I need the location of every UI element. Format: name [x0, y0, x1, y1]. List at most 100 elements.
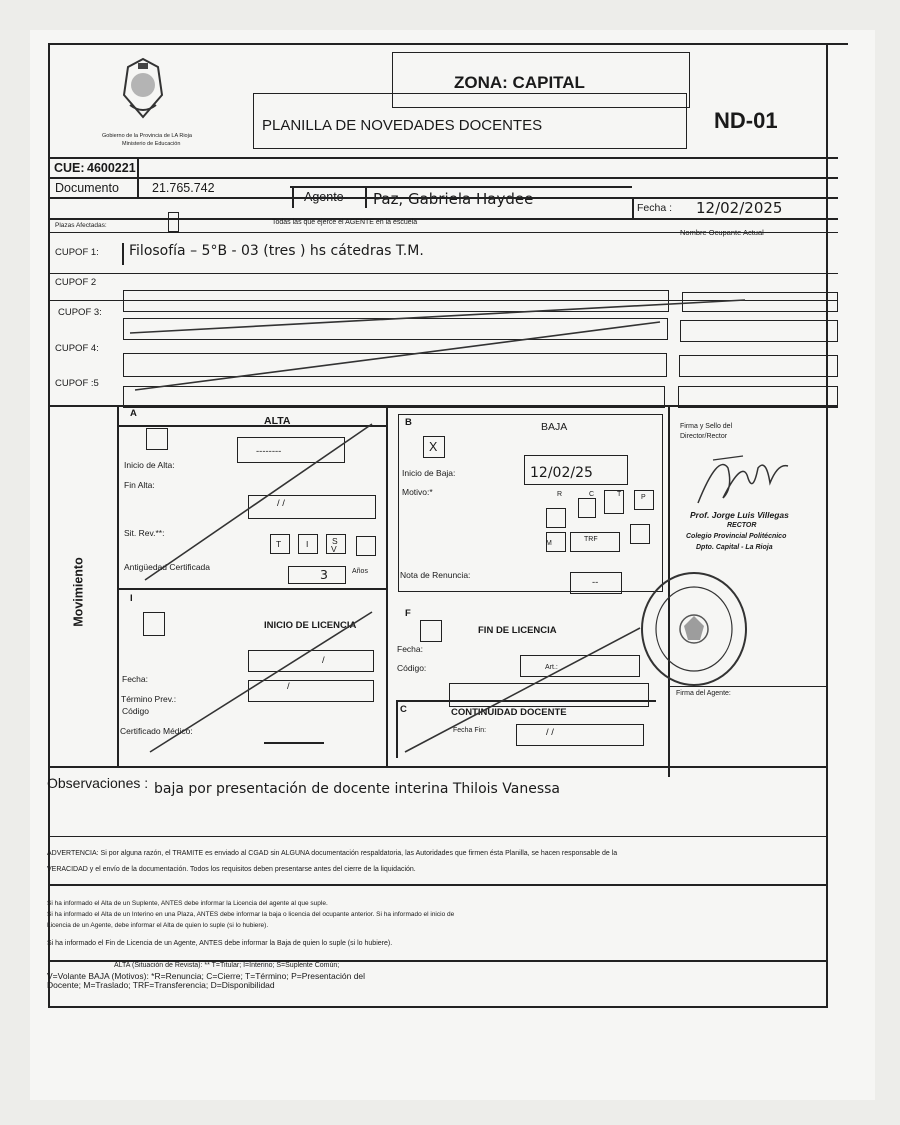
director-role: RECTOR	[727, 522, 757, 529]
note-1: Si ha informado el Alta de un Suplente, …	[47, 900, 328, 907]
cupof-4-field[interactable]	[123, 353, 667, 377]
motivo-box-p[interactable]	[634, 490, 654, 510]
alta-fin-label: Fin Alta:	[124, 480, 155, 490]
motivo-code-p: P	[641, 494, 646, 501]
advertencia-line-2: VERACIDAD y el envío de la documentación…	[47, 866, 416, 873]
note-2: Si ha informado el Alta de un Interino e…	[47, 911, 455, 918]
movimiento-label: Movimiento	[71, 557, 86, 627]
licencia-fin-letter: F	[405, 608, 411, 619]
motivo-box-c[interactable]	[578, 498, 596, 518]
firma-agente-label: Firma del Agente:	[676, 690, 731, 697]
baja-panel	[398, 414, 663, 592]
cupof-5-label: CUPOF :5	[55, 378, 99, 389]
antiguedad-value: 3	[320, 567, 328, 582]
form-code: ND-01	[714, 108, 778, 133]
observaciones-label: Observaciones :	[47, 775, 149, 791]
alta-fin-field[interactable]	[248, 495, 376, 519]
art-field[interactable]	[520, 655, 640, 677]
gov-line-1: Gobierno de la Provincia de LA Rioja	[102, 133, 192, 139]
sit-rev-label: Sit. Rev.**:	[124, 528, 165, 538]
licencia-fin-checkbox[interactable]	[420, 620, 442, 642]
director-school: Colegio Provincial Politécnico	[686, 533, 787, 540]
baja-inicio-field[interactable]	[524, 455, 628, 485]
cupof-2-label: CUPOF 2	[55, 277, 97, 288]
documento-value: 21.765.742	[152, 181, 215, 195]
advertencia-line-1: ADVERTENCIA: Si por alguna razón, el TRA…	[47, 850, 618, 857]
fechafin-field[interactable]	[516, 724, 644, 746]
licencia-fecha-label: Fecha:	[122, 674, 148, 684]
licencia-inicio-letter: I	[130, 593, 133, 604]
fechafin-value: / /	[546, 727, 554, 738]
sit-box-v-label: V	[331, 544, 337, 554]
note-3: Licencia de un Agente, debe informar el …	[47, 922, 269, 929]
fechafin-label: Fecha Fin:	[453, 727, 487, 734]
baja-motivo-label: Motivo:*	[402, 487, 433, 497]
baja-letter: B	[405, 417, 412, 428]
cupof-3-ocupante[interactable]	[680, 320, 838, 342]
alta-title: ALTA	[264, 415, 291, 427]
alta-fin-value: / /	[277, 498, 285, 509]
motivo-code-r: R	[557, 491, 563, 498]
termino-value: /	[287, 681, 290, 692]
baja-checkbox[interactable]	[423, 436, 445, 458]
sit-box-v[interactable]	[356, 536, 376, 556]
plazas-checkbox[interactable]	[168, 212, 179, 232]
motivo-code-trf: TRF	[584, 536, 598, 543]
cupof-3-field[interactable]	[123, 318, 668, 340]
gov-line-2: Ministerio de Educación	[122, 141, 181, 147]
art-label: Art.:	[545, 664, 558, 671]
sit-box-i-label: I	[306, 539, 309, 549]
motivo-box-m[interactable]	[546, 532, 566, 552]
termino-field[interactable]	[248, 680, 374, 702]
cupof-1-value: Filosofía – 5°B - 03 (tres ) hs cátedras…	[129, 243, 424, 259]
continuidad-letter: C	[400, 704, 407, 715]
legend-line-2: V=Volante BAJA (Motivos): *R=Renuncia; C…	[47, 971, 366, 981]
licencia-inicio-title: INICIO DE LICENCIA	[264, 620, 357, 631]
plazas-note: Todas las que ejerce el AGENTE en la esc…	[272, 219, 418, 226]
antiguedad-field[interactable]	[288, 566, 346, 584]
continuidad-title: CONTINUIDAD DOCENTE	[451, 707, 567, 718]
director-dept: Dpto. Capital - La Rioja	[696, 544, 773, 551]
licencia-fin-fecha-label: Fecha:	[397, 644, 423, 654]
termino-label: Término Prev.:	[121, 694, 177, 704]
cupof-1-label: CUPOF 1:	[55, 247, 99, 258]
licencia-fin-title: FIN DE LICENCIA	[478, 625, 557, 636]
legend-line-1: ALTA (Situación de Revista): ** T=Titula…	[114, 962, 340, 969]
licencia-fecha-value: /	[322, 655, 325, 666]
motivo-code-t: T	[617, 491, 622, 498]
alta-letter: A	[130, 408, 137, 419]
province-seal-icon	[118, 55, 168, 125]
licencia-fin-codigo-label: Código:	[397, 663, 427, 673]
zona-box	[392, 52, 690, 108]
title-box	[253, 93, 687, 149]
director-signature-icon	[688, 448, 798, 508]
cupof-2-ocupante[interactable]	[682, 292, 838, 312]
agente-value: Paz, Gabriela Haydee	[373, 190, 534, 208]
codigo-label: Código	[122, 706, 149, 716]
cupof-4-label: CUPOF 4:	[55, 343, 99, 354]
motivo-code-c: C	[589, 491, 595, 498]
documento-label: Documento	[55, 181, 119, 195]
firma-label: Firma y Sello del Director/Rector	[680, 423, 733, 440]
cupof-2-field[interactable]	[123, 290, 669, 312]
sit-box-t-label: T	[276, 539, 282, 549]
motivo-box-t[interactable]	[604, 490, 624, 514]
licencia-fecha-field[interactable]	[248, 650, 374, 672]
licencia-inicio-checkbox[interactable]	[143, 612, 165, 636]
alta-checkbox[interactable]	[146, 428, 168, 450]
director-name: Prof. Jorge Luis Villegas	[690, 510, 789, 520]
cupof-4-ocupante[interactable]	[679, 355, 838, 377]
certificado-label: Certificado Médico:	[120, 726, 193, 736]
cupof-5-ocupante[interactable]	[678, 386, 838, 408]
motivo-box-trf[interactable]	[570, 532, 620, 552]
continuidad-field[interactable]	[449, 683, 649, 707]
motivo-box-r[interactable]	[546, 508, 566, 528]
motivo-box-d[interactable]	[630, 524, 650, 544]
antiguedad-unit: Años	[352, 568, 368, 575]
form-title: PLANILLA DE NOVEDADES DOCENTES	[262, 117, 543, 134]
renuncia-value: --	[592, 577, 599, 588]
note-4: Si ha informado el Fin de Licencia de un…	[47, 940, 393, 947]
observaciones-value: baja por presentación de docente interin…	[154, 781, 560, 797]
renuncia-field[interactable]	[570, 572, 622, 594]
alta-inicio-field[interactable]	[237, 437, 345, 463]
